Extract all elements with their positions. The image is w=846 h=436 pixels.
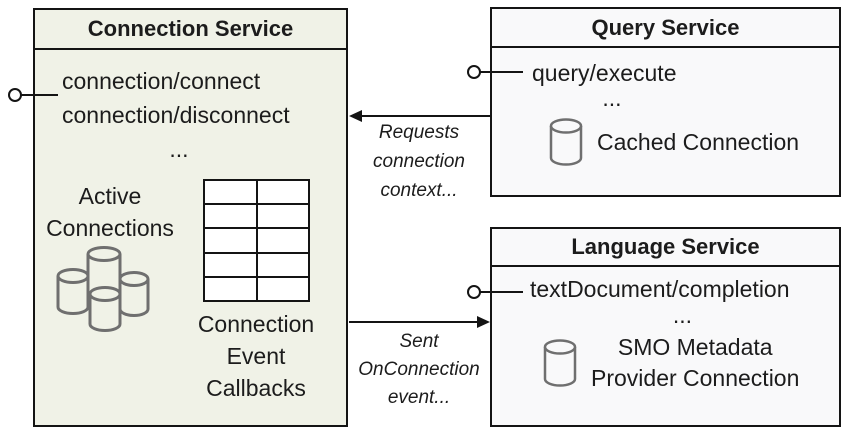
table-cell	[257, 181, 308, 204]
language-service-box: Language Service textDocument/completion…	[490, 227, 841, 427]
connection-service-box: Connection Service connection/connect co…	[33, 8, 348, 427]
table-cell	[257, 277, 308, 300]
table-cell	[205, 253, 256, 276]
smo-metadata-connection-row: SMO Metadata Provider Connection	[542, 332, 799, 394]
database-icon	[549, 118, 583, 166]
smo-metadata-connection-label: SMO Metadata Provider Connection	[591, 334, 800, 391]
connection-service-methods: connection/connect connection/disconnect…	[62, 64, 296, 166]
table-cell	[257, 229, 308, 252]
table-cell	[205, 229, 256, 252]
active-connections-label: Active Connections	[46, 183, 174, 241]
cached-connection-row: Cached Connection	[548, 117, 799, 167]
callbacks-table	[203, 179, 310, 302]
sent-onconnection-event-label: Sent OnConnection event...	[358, 331, 480, 408]
database-icon	[543, 339, 577, 387]
table-cell	[257, 253, 308, 276]
method-connection-connect: connection/connect	[62, 68, 261, 94]
table-cell	[205, 277, 256, 300]
requests-connection-context-label: Requests connection context...	[373, 122, 465, 201]
sent-event-arrow	[349, 316, 490, 328]
table-cell	[205, 181, 256, 204]
methods-ellipsis: ...	[602, 85, 622, 111]
language-service-title: Language Service	[492, 229, 839, 267]
connection-event-callbacks-label: Connection Event Callbacks	[197, 311, 315, 401]
method-textdocument-completion: textDocument/completion	[530, 276, 790, 302]
query-service-box: Query Service query/execute ... Cached C…	[490, 7, 841, 197]
connection-service-title: Connection Service	[35, 10, 346, 50]
table-cell	[205, 205, 256, 228]
cached-connection-label: Cached Connection	[597, 128, 800, 155]
table-cell	[257, 205, 308, 228]
methods-ellipsis: ...	[672, 302, 693, 328]
methods-ellipsis: ...	[169, 136, 189, 162]
method-connection-disconnect: connection/disconnect	[62, 102, 290, 128]
database-cluster-icon	[56, 246, 150, 332]
query-service-title: Query Service	[492, 9, 839, 48]
method-query-execute: query/execute	[532, 60, 677, 86]
